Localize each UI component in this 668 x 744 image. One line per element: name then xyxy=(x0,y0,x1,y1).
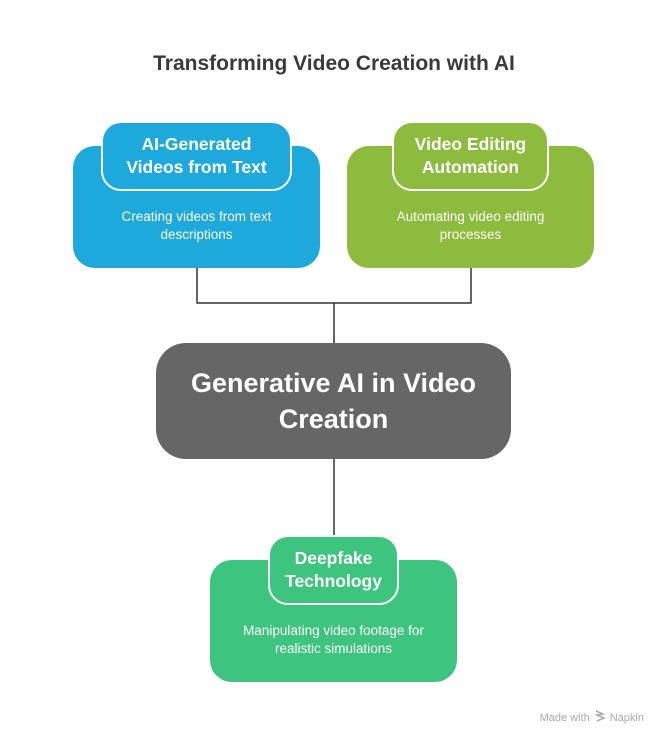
node-title: Deepfake Technology xyxy=(268,535,399,605)
node-description: Manipulating video footage for realistic… xyxy=(243,623,424,656)
node-description: Automating video editing processes xyxy=(396,209,545,242)
node-card-deepfake: Manipulating video footage for realistic… xyxy=(210,560,457,682)
made-with-napkin: Made with Napkin xyxy=(540,710,644,725)
footer-text: Made with xyxy=(539,711,590,724)
footer-brand: Napkin xyxy=(609,711,644,724)
node-title: AI-Generated Videos from Text xyxy=(101,121,292,191)
central-node: Generative AI in Video Creation xyxy=(156,343,511,459)
node-title: Video Editing Automation xyxy=(392,121,549,191)
napkin-logo-icon xyxy=(594,710,606,725)
diagram-title: Transforming Video Creation with AI xyxy=(153,52,515,75)
node-description: Creating videos from text descriptions xyxy=(121,209,272,242)
